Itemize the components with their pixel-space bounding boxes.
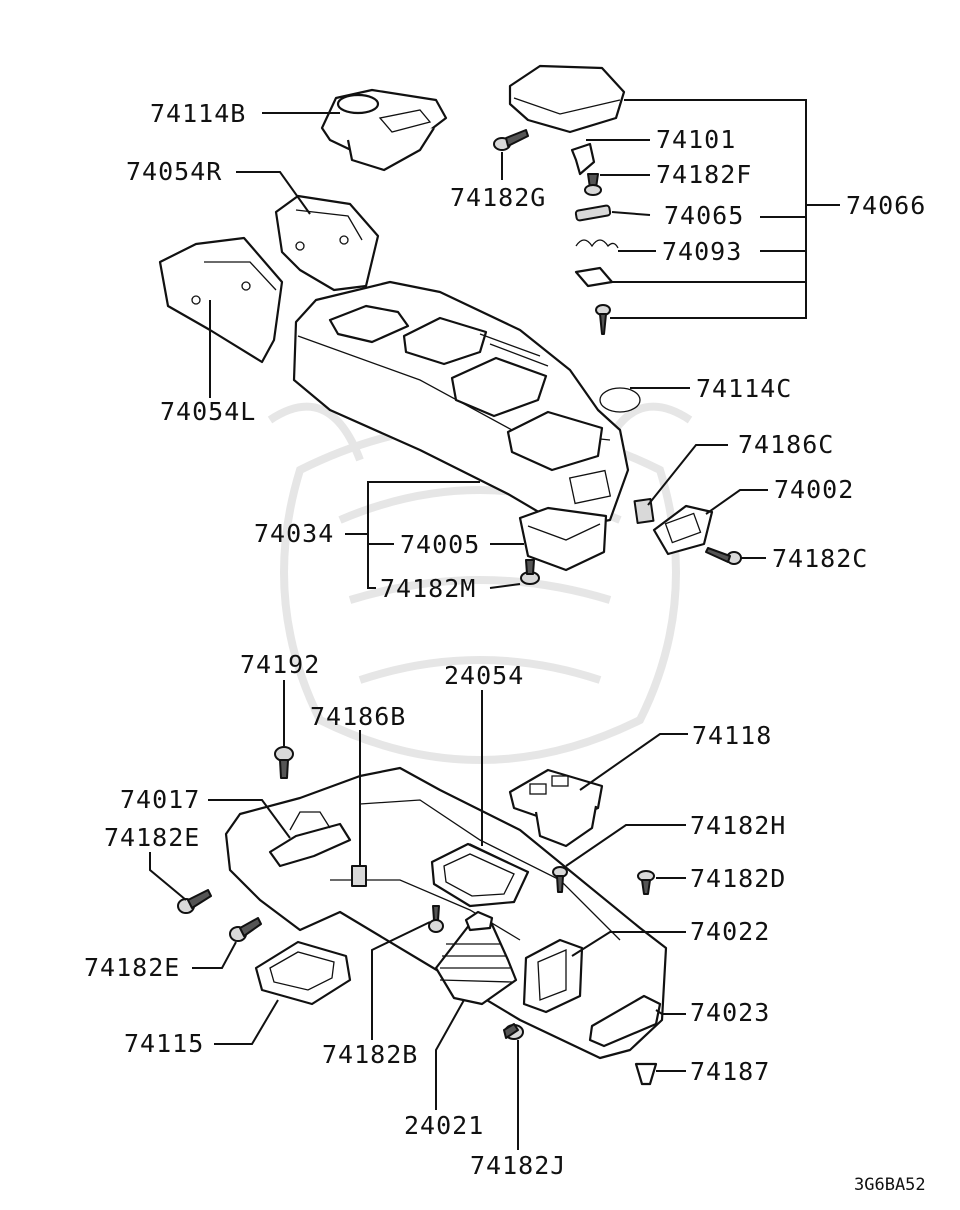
label-74186C: 74186C <box>738 430 834 459</box>
part-74114C-ring <box>599 387 641 413</box>
label-74066: 74066 <box>846 191 926 220</box>
diagram-code: 3G6BA52 <box>854 1175 926 1195</box>
label-74182D: 74182D <box>690 864 786 893</box>
part-labels: 74114B 74054R 74054L 74101 74182F 74182G… <box>84 99 926 1195</box>
part-74005-tray <box>518 506 608 572</box>
part-24054-boot-frame <box>430 842 530 908</box>
label-74114C: 74114C <box>696 374 792 403</box>
part-74182J-screw <box>503 1023 524 1040</box>
label-74002: 74002 <box>774 475 854 504</box>
part-74101-hinge <box>570 142 596 176</box>
label-74101: 74101 <box>656 125 736 154</box>
label-74034: 74034 <box>254 519 334 548</box>
label-74182E-top: 74182E <box>104 823 200 852</box>
label-74182B: 74182B <box>322 1040 418 1069</box>
part-74066-bracket <box>574 266 614 288</box>
label-74182G: 74182G <box>450 183 546 212</box>
label-74115: 74115 <box>124 1029 204 1058</box>
part-74114B-cup-holder <box>320 88 448 172</box>
label-74187: 74187 <box>690 1057 770 1086</box>
label-74182E-bottom: 74182E <box>84 953 180 982</box>
label-74182M: 74182M <box>380 574 476 603</box>
label-74093: 74093 <box>662 237 742 266</box>
part-74182E-screw-top <box>177 889 212 914</box>
label-74054L: 74054L <box>160 397 256 426</box>
label-74005: 74005 <box>400 530 480 559</box>
part-74115-bezel <box>254 940 352 1006</box>
part-74186B-pad <box>351 865 367 887</box>
part-74187-clip <box>634 1062 658 1086</box>
part-console-base <box>224 766 668 1060</box>
part-74093-clip <box>575 239 619 249</box>
label-74118: 74118 <box>692 721 772 750</box>
label-74017: 74017 <box>120 785 200 814</box>
part-74022-bracket <box>522 938 584 1014</box>
part-74054L-side-panel <box>158 236 284 364</box>
part-74182G-screw <box>493 129 529 151</box>
part-74182C-screw <box>705 547 742 565</box>
part-74002-switch <box>652 504 714 556</box>
part-74023-bracket <box>588 994 662 1048</box>
part-74182B-screw <box>428 905 444 933</box>
part-24021-shift-boot <box>434 910 518 1006</box>
part-74066-screw <box>595 304 611 335</box>
label-74182C: 74182C <box>772 544 868 573</box>
leader-lines <box>149 99 840 1150</box>
label-74054R: 74054R <box>126 157 222 186</box>
part-74054R-side-panel <box>274 194 380 292</box>
label-74114B: 74114B <box>150 99 246 128</box>
label-74065: 74065 <box>664 201 744 230</box>
part-74066-armrest-lid <box>508 64 626 134</box>
part-74065-spring <box>574 204 612 222</box>
part-74192-bolt <box>274 746 294 779</box>
label-74182J: 74182J <box>470 1151 566 1180</box>
part-74017-bracket <box>268 811 352 868</box>
part-74182E-screw-bottom <box>229 917 262 942</box>
part-74182D-screw <box>637 870 655 895</box>
part-74182H-screw <box>552 866 568 893</box>
part-74118-tray <box>508 768 604 848</box>
label-74182H: 74182H <box>690 811 786 840</box>
label-24054: 24054 <box>444 661 524 690</box>
label-74192: 74192 <box>240 650 320 679</box>
part-74182M-screw <box>520 559 540 585</box>
part-74182F-screw <box>584 173 602 196</box>
label-24021: 24021 <box>404 1111 484 1140</box>
label-74023: 74023 <box>690 998 770 1027</box>
part-74034-main-console <box>292 280 630 530</box>
label-74186B: 74186B <box>310 702 406 731</box>
label-74022: 74022 <box>690 917 770 946</box>
label-74182F: 74182F <box>656 160 752 189</box>
